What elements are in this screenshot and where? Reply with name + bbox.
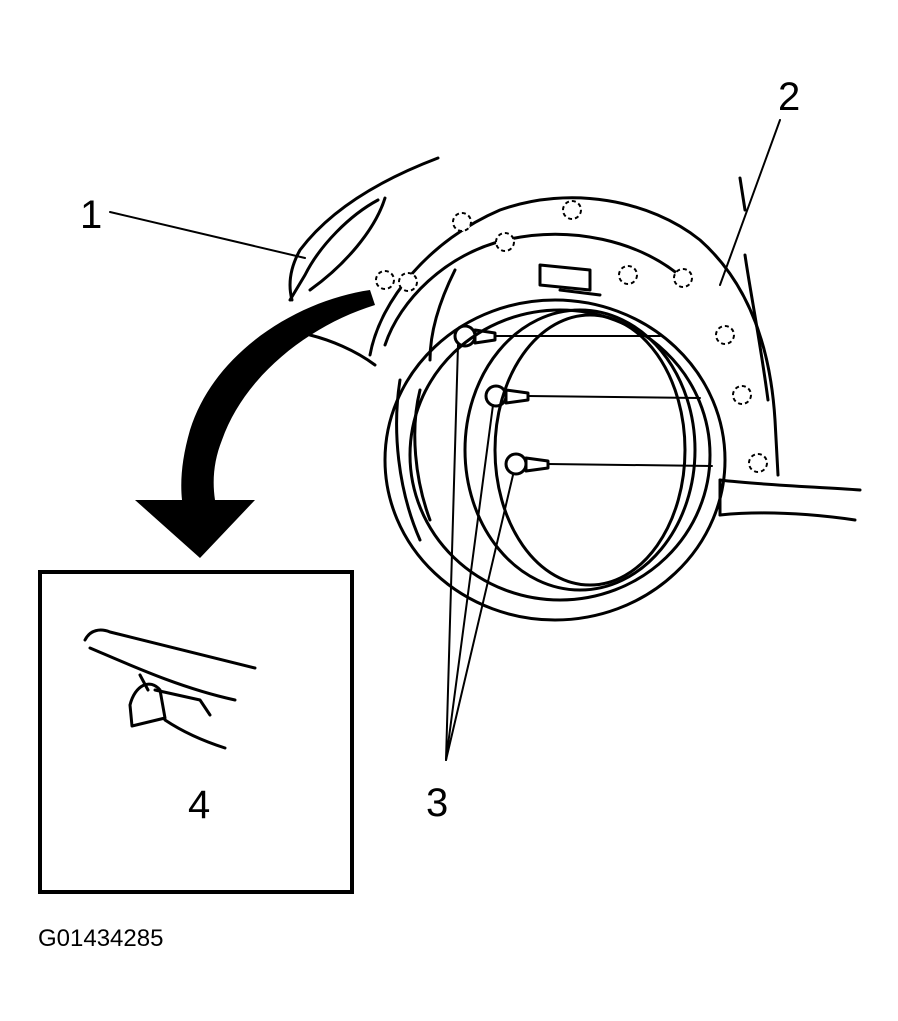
callout-3: 3 <box>426 781 448 825</box>
detail-inset <box>38 570 354 894</box>
screw-2 <box>484 384 701 408</box>
splash-guard <box>288 156 440 367</box>
callout-2: 2 <box>778 75 800 119</box>
screw-3 <box>504 452 713 476</box>
fender-liner <box>368 176 862 522</box>
detail-arrow <box>135 290 375 558</box>
figure-id: G01434285 <box>38 925 163 952</box>
wheel <box>383 298 727 622</box>
callout-1: 1 <box>80 193 102 237</box>
callout-4: 4 <box>188 783 210 827</box>
leader-lines <box>109 119 781 773</box>
screw-1 <box>453 324 661 348</box>
